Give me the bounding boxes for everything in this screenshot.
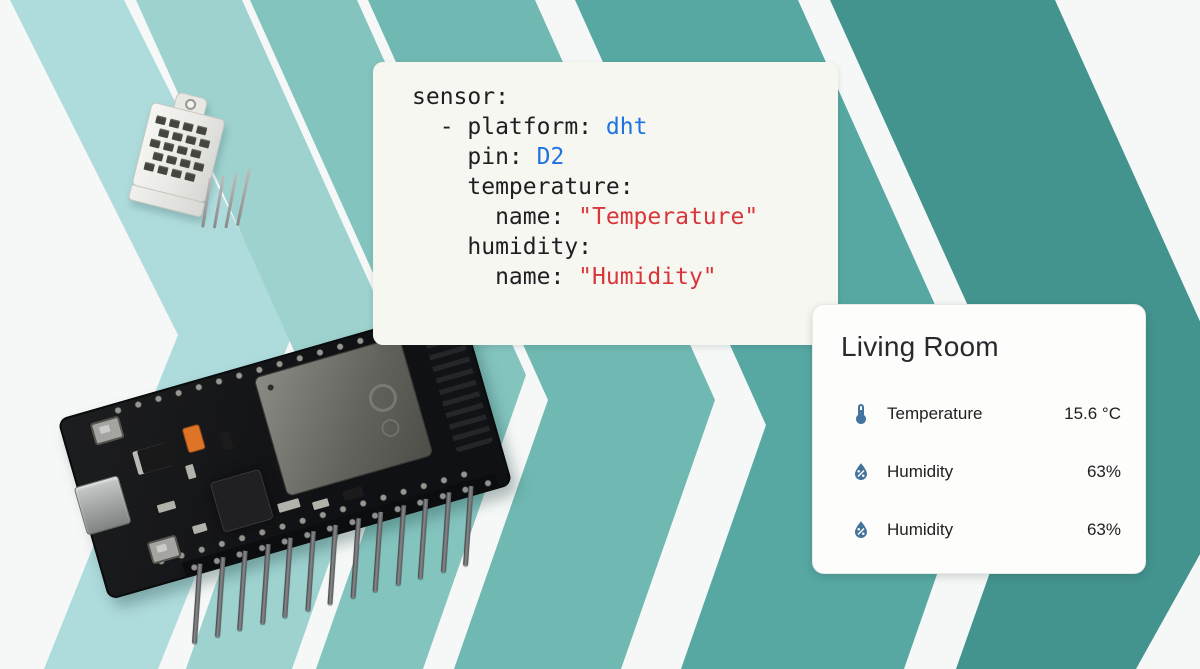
thermometer-icon [849, 402, 873, 426]
code-line: pin: D2 [412, 144, 565, 170]
smd-part [185, 463, 197, 480]
usb-uart-chip [210, 469, 273, 532]
dht22-vent-slot [176, 145, 189, 156]
shield-logo [365, 380, 401, 416]
dht22-vent-slot [143, 161, 156, 172]
dht22-vent-slot [182, 121, 194, 133]
dht22-vent-slot [165, 154, 178, 166]
dht22-vent-slot [157, 165, 169, 176]
code-line: - platform: dht [412, 114, 648, 140]
code-line: humidity: [412, 234, 593, 260]
dht22-vent-slot [149, 138, 161, 149]
code-line: name: "Temperature" [412, 204, 759, 230]
dht22-vent-slot [152, 151, 164, 162]
dht22-vent-slot [171, 131, 184, 142]
dht22-vent-slot [195, 125, 208, 136]
shield-logo [379, 416, 402, 440]
water-percent-icon [849, 518, 873, 542]
entity-row: Temperature 15.6 °C [841, 385, 1121, 443]
entity-row: Humidity 63% [841, 501, 1121, 559]
entity-row: Humidity 63% [841, 443, 1121, 501]
entity-value: 63% [1086, 520, 1121, 539]
entity-rows: Temperature 15.6 °C Humidity 63% Humidity 63% [841, 385, 1121, 559]
smd-part [219, 430, 234, 451]
dht22-vent-slot [198, 138, 211, 149]
code-block: sensor: - platform: dht pin: D2 temperat… [373, 62, 838, 292]
dht22-vent-slot [179, 158, 191, 169]
smd-capacitor [182, 424, 205, 453]
yaml-code-card: sensor: - platform: dht pin: D2 temperat… [373, 62, 838, 345]
entity-name: Humidity [887, 462, 954, 481]
water-percent-icon [849, 460, 873, 484]
card-title: Living Room [841, 331, 999, 362]
dht22-vent-slot [170, 168, 183, 179]
code-line: name: "Humidity" [412, 264, 717, 290]
code-line: temperature: [412, 174, 634, 200]
smd-part [277, 498, 301, 513]
dht22-vent-slot [168, 118, 181, 129]
smd-part [191, 522, 208, 535]
entity-value: 15.6 °C [1064, 404, 1121, 423]
code-line: sensor: [412, 84, 509, 110]
entity-name: Temperature [887, 404, 983, 423]
chevron-band-3 [250, 0, 526, 669]
voltage-regulator [136, 440, 179, 474]
dht22-vent-slot [155, 115, 167, 126]
entity-value: 63% [1086, 462, 1121, 481]
entity-name: Humidity [887, 520, 954, 539]
smd-part [156, 500, 177, 514]
dht22-vent-slot [189, 148, 202, 159]
dht22-vent-slot [192, 161, 205, 172]
dht22-vent-slot [184, 171, 196, 183]
living-room-card: Living Room Temperature 15.6 °C Humidity 63… [812, 304, 1146, 574]
dht22-vent-slot [185, 134, 197, 146]
en-button [89, 415, 125, 446]
dht22-vent-slot [157, 128, 170, 139]
shield-dot [266, 383, 275, 392]
dht22-vent-slot [162, 141, 175, 152]
